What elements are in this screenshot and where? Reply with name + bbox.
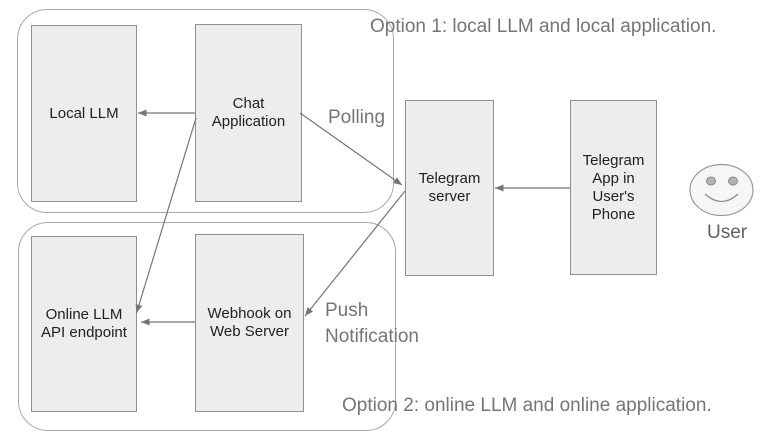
node-telegram-server-label: Telegram server: [418, 170, 481, 205]
node-telegram-app-users-phone-label: Telegram App in User's Phone: [582, 151, 645, 223]
node-online-llm-api-endpoint-label: Online LLM API endpoint: [41, 306, 127, 341]
user-label: User: [707, 222, 748, 243]
push-notification-label: Push Notification: [325, 300, 419, 347]
option1-title: Option 1: local LLM and local applicatio…: [370, 16, 717, 37]
node-local-llm: Local LLM: [31, 25, 137, 202]
node-chat-application: Chat Application: [195, 24, 302, 202]
node-telegram-server: Telegram server: [405, 100, 494, 276]
polling-label: Polling: [328, 107, 386, 128]
smiley-mouth: [704, 193, 739, 203]
user-smiley-icon: [689, 163, 754, 217]
node-online-llm-api-endpoint: Online LLM API endpoint: [31, 236, 137, 412]
smiley-face: [689, 163, 754, 217]
node-local-llm-label: Local LLM: [49, 104, 119, 122]
node-chat-application-label: Chat Application: [211, 95, 286, 130]
smiley-eye-right: [728, 176, 738, 186]
option2-group-outline: [18, 222, 396, 431]
smiley-eye-left: [706, 176, 716, 186]
node-telegram-app-users-phone: Telegram App in User's Phone: [570, 100, 657, 275]
option1-group-outline: [17, 9, 394, 213]
node-webhook-web-server: Webhook on Web Server: [195, 234, 304, 412]
option2-title: Option 2: online LLM and online applicat…: [342, 395, 712, 416]
node-webhook-web-server-label: Webhook on Web Server: [207, 305, 292, 340]
